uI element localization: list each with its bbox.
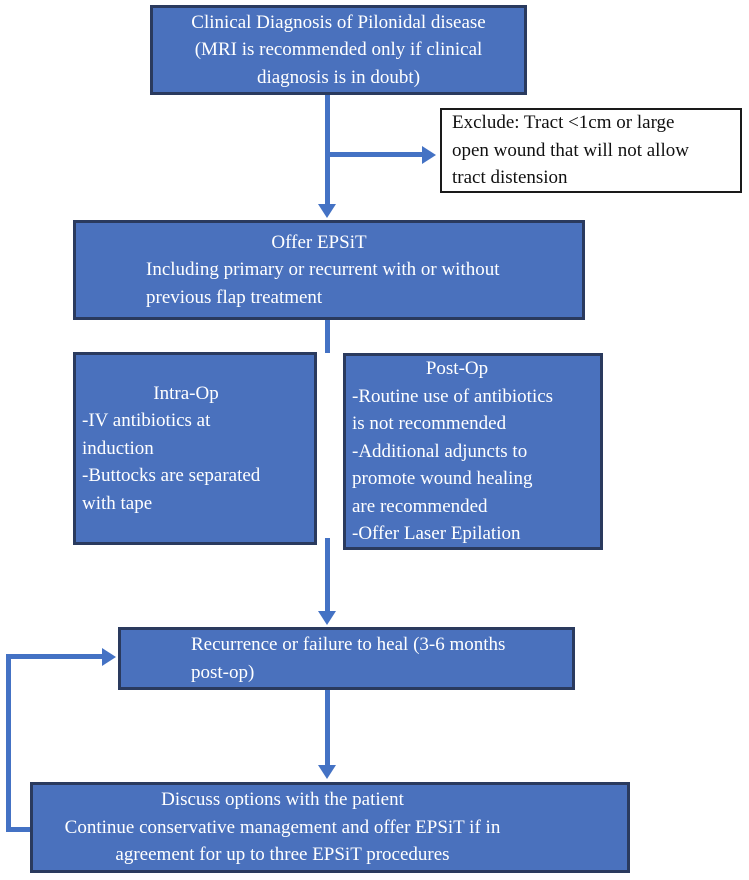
node-offer-epsit: Offer EPSiT Including primary or recurre… bbox=[73, 220, 585, 320]
connector-recurrence-to-discuss bbox=[325, 690, 330, 766]
intraop-body-line: with tape bbox=[82, 492, 153, 514]
connector-branch-to-exclude bbox=[325, 152, 422, 157]
intraop-title: Intra-Op bbox=[153, 382, 219, 404]
intraop-body-line: induction bbox=[82, 437, 154, 459]
connector-diagnosis-to-epsit bbox=[325, 95, 330, 205]
postop-body-line: -Routine use of antibiotics bbox=[352, 385, 554, 407]
exclude-line: tract distension bbox=[452, 167, 568, 189]
connector-op-row-to-recurrence bbox=[325, 538, 330, 612]
node-clinical-diagnosis: Clinical Diagnosis of Pilonidal disease … bbox=[150, 5, 527, 95]
discuss-line: agreement for up to three EPSiT procedur… bbox=[115, 844, 450, 866]
node-post-op: Post-Op -Routine use of antibiotics is n… bbox=[343, 353, 603, 550]
exclude-line: open wound that will not allow bbox=[452, 139, 689, 161]
postop-body-line: -Additional adjuncts to bbox=[352, 440, 528, 462]
connector-loop-top bbox=[6, 654, 102, 659]
diagnosis-line: diagnosis is in doubt) bbox=[256, 66, 421, 88]
intraop-body-line: -IV antibiotics at bbox=[82, 410, 211, 432]
intraop-body-line: -Buttocks are separated bbox=[82, 465, 261, 487]
node-intra-op: Intra-Op -IV antibiotics at induction -B… bbox=[73, 352, 317, 545]
epsit-title: Offer EPSiT bbox=[271, 231, 367, 253]
recurrence-line: Recurrence or failure to heal (3-6 month… bbox=[191, 633, 506, 655]
connector-loop-bottom bbox=[6, 827, 30, 832]
postop-title: Post-Op bbox=[425, 358, 489, 380]
exclude-line: Exclude: Tract <1cm or large bbox=[452, 112, 675, 134]
arrow-down-icon bbox=[318, 204, 336, 218]
discuss-line: Discuss options with the patient bbox=[161, 789, 404, 811]
epsit-body-line: Including primary or recurrent with or w… bbox=[146, 259, 500, 281]
node-recurrence: Recurrence or failure to heal (3-6 month… bbox=[118, 627, 575, 690]
diagnosis-line: Clinical Diagnosis of Pilonidal disease bbox=[191, 11, 486, 33]
arrow-right-icon bbox=[102, 648, 116, 666]
arrow-right-icon bbox=[422, 146, 436, 164]
postop-body-line: is not recommended bbox=[352, 413, 507, 435]
postop-body-line: promote wound healing bbox=[352, 468, 533, 490]
postop-body-line: are recommended bbox=[352, 495, 488, 517]
epsit-body-line: previous flap treatment bbox=[146, 286, 323, 308]
node-exclusion-criteria: Exclude: Tract <1cm or large open wound … bbox=[440, 108, 742, 193]
diagnosis-line: (MRI is recommended only if clinical bbox=[194, 39, 483, 61]
node-discuss-options: Discuss options with the patient Continu… bbox=[30, 782, 630, 873]
arrow-down-icon bbox=[318, 765, 336, 779]
recurrence-line: post-op) bbox=[191, 661, 255, 683]
postop-body-line: -Offer Laser Epilation bbox=[352, 523, 521, 545]
discuss-line: Continue conservative management and off… bbox=[64, 816, 501, 838]
connector-epsit-to-op-row bbox=[325, 320, 330, 353]
arrow-down-icon bbox=[318, 611, 336, 625]
connector-loop-vertical bbox=[6, 654, 11, 832]
